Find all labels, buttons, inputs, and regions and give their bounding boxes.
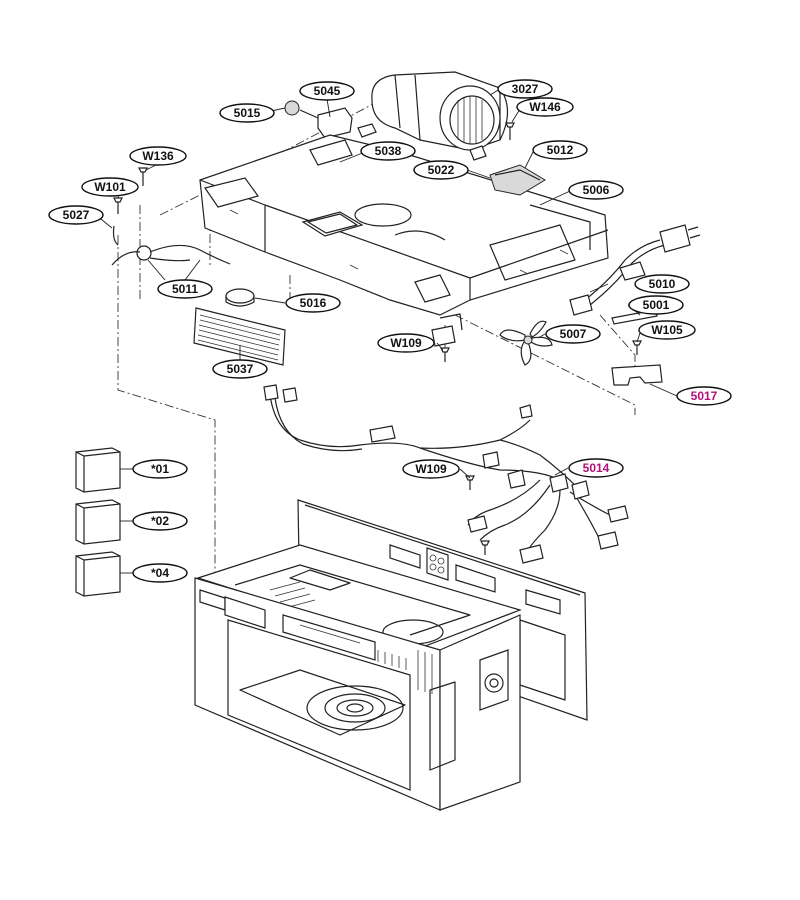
svg-text:W109: W109 [390,336,422,350]
callout-5011: 5011 [157,279,213,299]
callout-5037: 5037 [212,359,268,379]
svg-text:5006: 5006 [583,183,610,197]
svg-text:W136: W136 [142,149,174,163]
callout-w136: W136 [129,146,187,166]
callout-5027: 5027 [48,205,104,225]
oven-cavity-chassis [194,499,588,811]
svg-text:5038: 5038 [375,144,402,158]
callout-w109-lower: W109 [402,459,460,479]
thermal-switch-5045 [284,100,377,139]
switch-block-w109 [431,313,463,347]
svg-text:W109: W109 [415,462,447,476]
svg-text:5045: 5045 [314,84,341,98]
callout-w105: W105 [638,320,696,340]
fan-blade-5007 [499,320,553,366]
blower-fan-assembly [371,71,509,151]
callout-w146: W146 [516,97,574,117]
svg-text:W146: W146 [529,100,561,114]
callout-5007: 5007 [545,324,601,344]
callout-3027: 3027 [497,79,553,99]
power-cord-5010 [569,224,701,316]
callout-5012: 5012 [532,140,588,160]
svg-text:5016: 5016 [300,296,327,310]
callout-5014: 5014 [568,458,624,478]
svg-text:5007: 5007 [560,327,587,341]
bracket-5017 [611,364,663,386]
callout-5016: 5016 [285,293,341,313]
base-plate-assembly [199,134,609,316]
callout-02: *02 [132,511,188,531]
charcoal-filter-5037 [193,307,286,366]
svg-text:5011: 5011 [172,282,198,296]
callout-w101: W101 [81,177,139,197]
callout-5001: 5001 [628,295,684,315]
svg-text:5001: 5001 [643,298,670,312]
thermostat-5016 [225,288,255,307]
callout-01: *01 [132,459,188,479]
svg-text:5012: 5012 [547,143,574,157]
callout-5010: 5010 [634,274,690,294]
callout-5038: 5038 [360,141,416,161]
leader-lines [95,88,678,574]
svg-text:W101: W101 [94,180,126,194]
svg-text:3027: 3027 [512,82,539,96]
svg-text:5015: 5015 [234,106,261,120]
callout-5045: 5045 [299,81,355,101]
svg-text:W105: W105 [651,323,683,337]
thermal-sensor-harness [111,225,231,266]
motor-mount-5012 [469,145,546,196]
callout-04: *04 [132,563,188,583]
svg-text:5017: 5017 [691,389,718,403]
svg-text:*01: *01 [151,462,169,476]
svg-text:5022: 5022 [428,163,455,177]
svg-text:5037: 5037 [227,362,254,376]
wire-harness-5014 [263,384,629,564]
accessory-box-02 [75,499,121,545]
svg-text:5010: 5010 [649,277,676,291]
accessory-box-04 [75,551,121,597]
svg-text:*02: *02 [151,514,169,528]
svg-text:*04: *04 [151,566,169,580]
callout-w109-upper: W109 [377,333,435,353]
svg-text:5014: 5014 [583,461,610,475]
callout-5017: 5017 [676,386,732,406]
svg-text:5027: 5027 [63,208,90,222]
callout-5022: 5022 [413,160,469,180]
accessory-box-01 [75,447,121,493]
callout-5015: 5015 [219,103,275,123]
callout-5006: 5006 [568,180,624,200]
